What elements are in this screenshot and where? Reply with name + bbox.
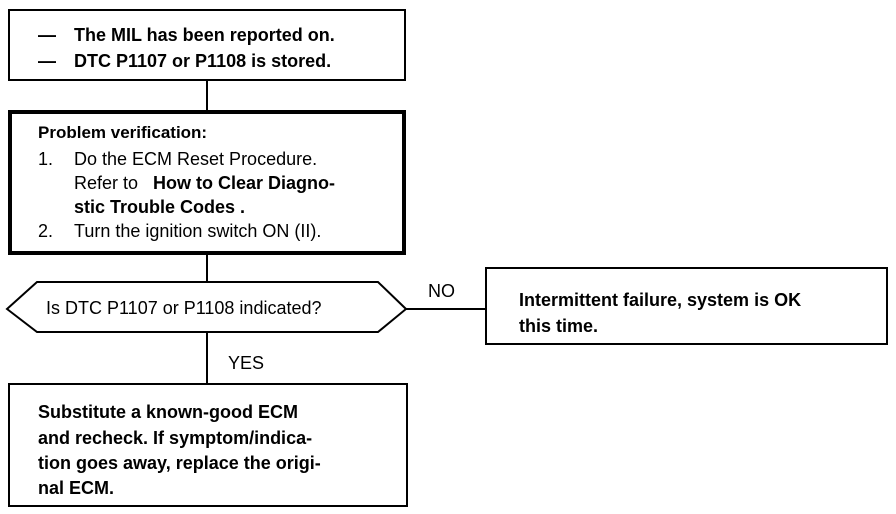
connector-verify-to-decision	[206, 254, 208, 282]
yes-outcome-line-2: and recheck. If symptom/indica-	[38, 428, 313, 448]
start-line-2: DTC P1107 or P1108 is stored.	[74, 51, 332, 71]
step-2-text: Turn the ignition switch ON (II).	[74, 221, 322, 241]
decision-question: Is DTC P1107 or P1108 indicated?	[46, 298, 322, 318]
start-bullet-1: —	[38, 25, 56, 45]
verification-box: Problem verification: 1. Do the ECM Rese…	[8, 110, 406, 255]
start-bullet-2: —	[38, 51, 56, 71]
connector-decision-to-yes	[206, 332, 208, 384]
step-1-line-1: Do the ECM Reset Procedure.	[74, 149, 318, 169]
yes-outcome-line-3: tion goes away, replace the origi-	[38, 453, 321, 473]
no-outcome-box: Intermittent failure, system is OK this …	[485, 267, 888, 345]
start-line-1: The MIL has been reported on.	[74, 25, 335, 45]
no-outcome-line-1: Intermittent failure, system is OK	[519, 290, 802, 310]
yes-outcome-line-1: Substitute a known-good ECM	[38, 402, 298, 422]
step-1-number: 1.	[38, 149, 54, 169]
connector-decision-to-no	[406, 308, 486, 310]
no-branch-label: NO	[428, 281, 455, 301]
verification-heading: Problem verification:	[38, 123, 208, 142]
step-1-line-3-period: .	[240, 197, 246, 217]
no-outcome-line-2: this time.	[519, 316, 599, 336]
yes-outcome-line-4: nal ECM.	[38, 478, 115, 498]
step-1-line-2-prefix: Refer to	[74, 173, 139, 193]
start-box: — The MIL has been reported on. — DTC P1…	[8, 9, 406, 81]
step-2-number: 2.	[38, 221, 54, 241]
connector-start-to-verify	[206, 80, 208, 111]
yes-outcome-box: Substitute a known-good ECM and recheck.…	[8, 383, 408, 507]
step-1-line-2-link: How to Clear Diagno-	[153, 173, 336, 193]
decision-diamond	[5, 281, 408, 333]
step-1-line-3: stic Trouble Codes	[74, 197, 236, 217]
yes-branch-label: YES	[228, 353, 265, 373]
